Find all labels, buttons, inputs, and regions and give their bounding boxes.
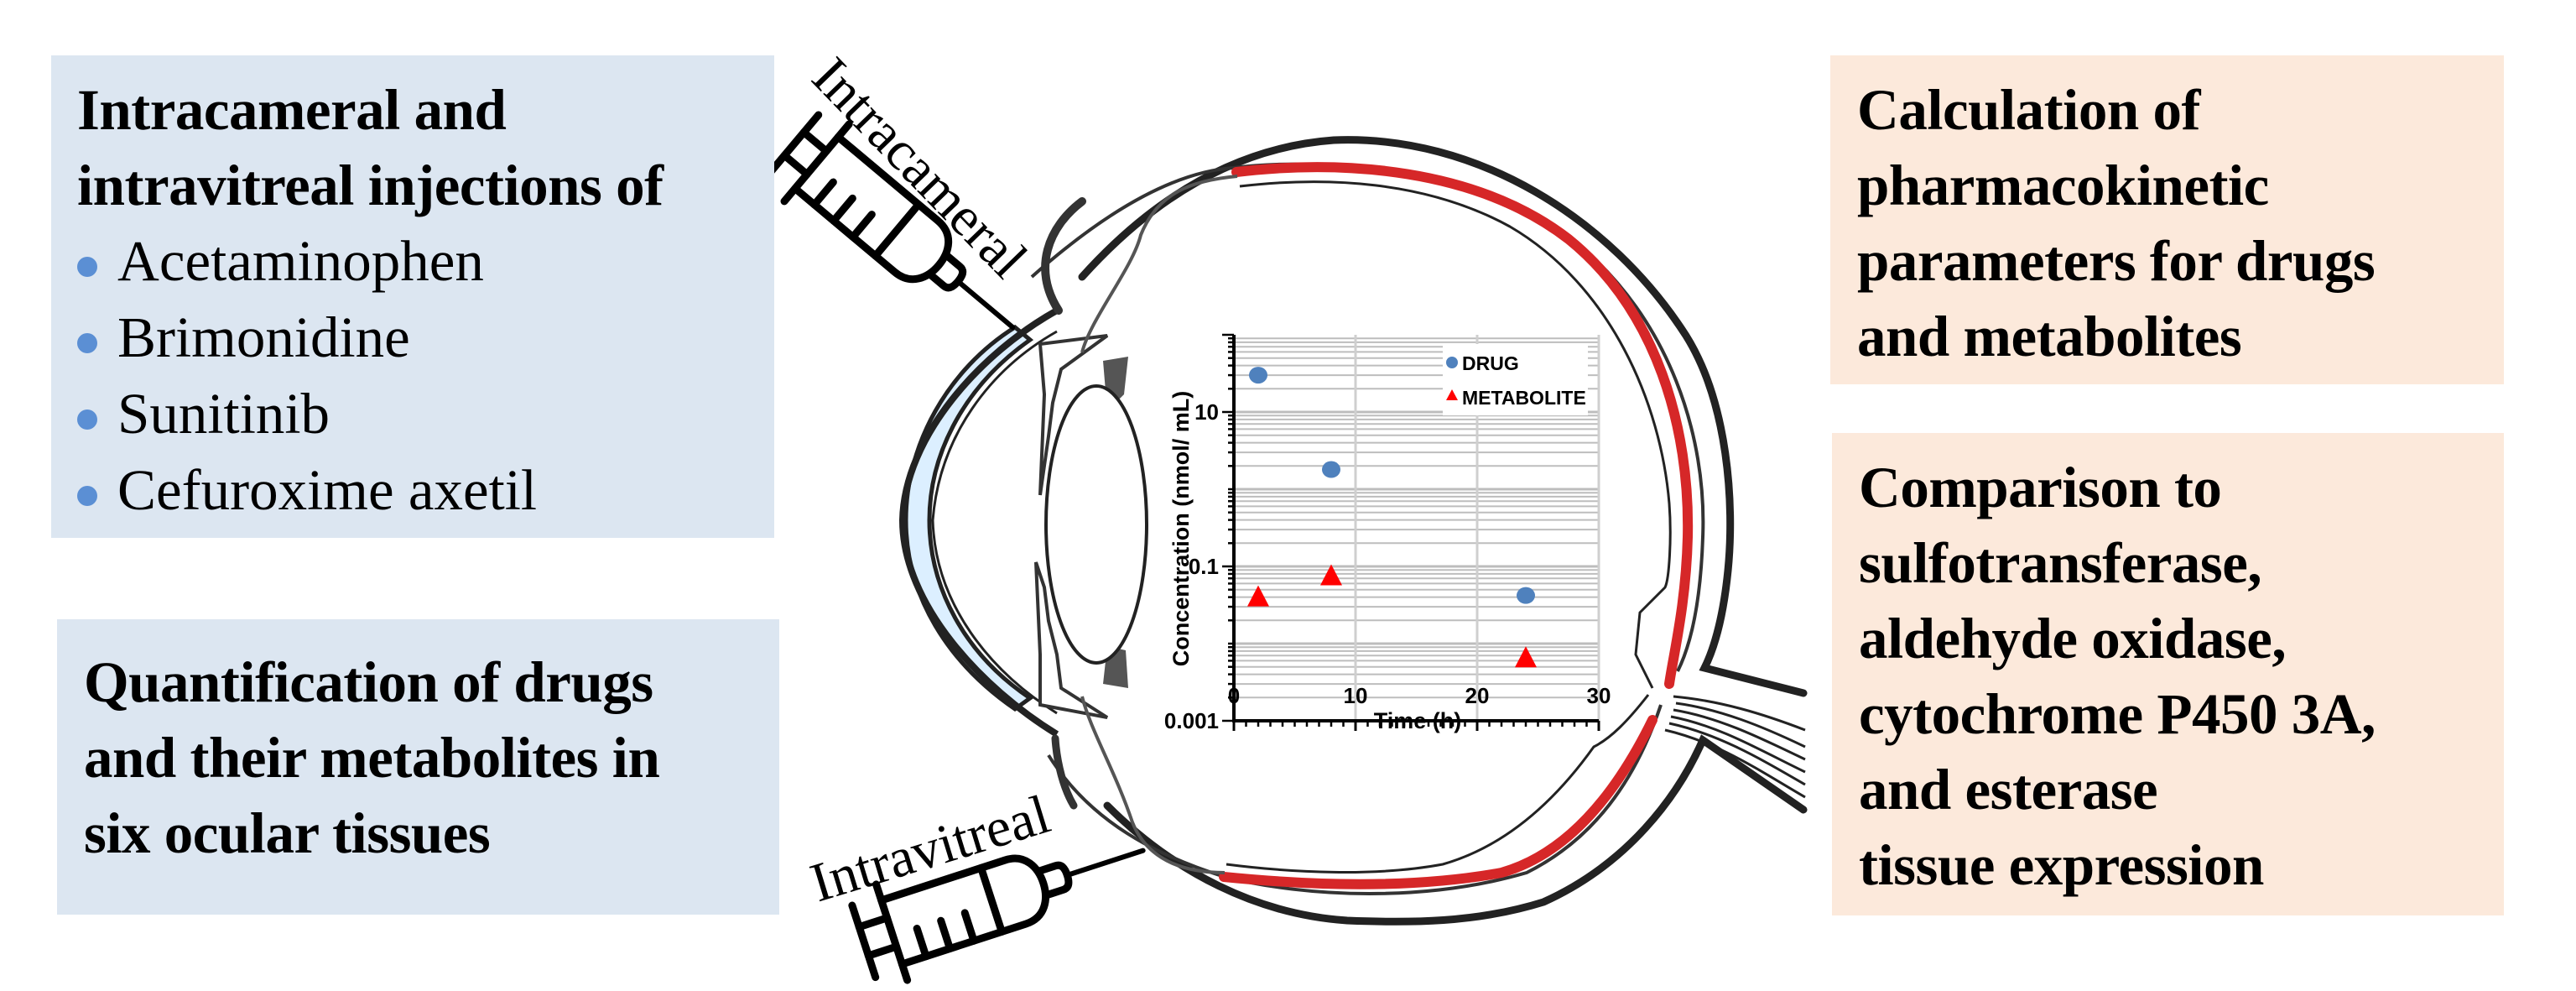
eye-ciliary-upper: [1080, 175, 1238, 353]
x-tick-label: 30: [1587, 683, 1611, 708]
y-tick-label: 0.001: [1164, 708, 1219, 733]
comparison-line-1: Comparison to: [1859, 456, 2222, 519]
comparison-line-6: tissue expression: [1859, 833, 2264, 897]
metabolite-data-point: [1515, 646, 1537, 668]
injections-box: Intracameral and intravitreal injections…: [51, 55, 774, 538]
legend-box: [1443, 344, 1588, 415]
drug-name: Acetaminophen: [117, 229, 484, 293]
legend-metabolite-label: METABOLITE: [1462, 387, 1586, 409]
drug-list-item: Brimonidine: [77, 300, 774, 376]
injections-heading-line-1: Intracameral and: [77, 78, 507, 142]
comparison-line-3: aldehyde oxidase,: [1859, 607, 2287, 670]
comparison-line-5: and esterase: [1859, 758, 2158, 821]
chart-tick-labels: 0 10 20 30 0.001 0.1 10: [1164, 399, 1611, 733]
eye-cornea-outer: [898, 307, 1059, 738]
comparison-box: Comparison to sulfotransferase, aldehyde…: [1832, 433, 2504, 915]
chart-y-axis-label: Concentration (nmol/ mL): [1168, 391, 1194, 666]
chart-x-axis-label: Time (h): [1374, 708, 1462, 733]
eye-sclera-outline: [1078, 136, 1808, 926]
x-tick-label: 20: [1465, 683, 1490, 708]
intracameral-label: Intracameral: [800, 46, 1038, 290]
pk-chart: DRUG METABOLITE 0 10 20 30 0.001 0.1 10 Time (…: [1164, 333, 1611, 733]
quantification-line-3: six ocular tissues: [84, 801, 491, 865]
drug-name: Sunitinib: [117, 382, 330, 446]
eye-ciliary-lower: [1080, 696, 1226, 874]
comparison-line-4: cytochrome P450 3A,: [1859, 682, 2376, 746]
eye-lens: [1044, 384, 1148, 665]
eye-retina-top: [1231, 162, 1694, 689]
eye-iris-upper: [1038, 334, 1109, 496]
y-tick-label: 0.1: [1189, 554, 1219, 579]
drug-data-point: [1249, 367, 1267, 384]
syringe-icon: [848, 848, 1146, 984]
drug-list-item: Cefuroxime axetil: [77, 452, 774, 529]
calculation-line-4: and metabolites: [1857, 305, 2242, 368]
quantification-line-1: Quantification of drugs: [84, 650, 653, 714]
eye-cross-section-icon: [898, 136, 1808, 926]
drug-name: Brimonidine: [117, 305, 410, 369]
eye-lower-lid: [1051, 734, 1078, 810]
bullet-icon: [77, 332, 97, 353]
bullet-icon: [77, 485, 97, 506]
eye-inner-retina: [1226, 180, 1672, 874]
x-tick-label: 0: [1228, 683, 1240, 708]
optic-nerve: [1664, 695, 1806, 799]
legend-drug-marker: [1446, 357, 1458, 368]
drug-list-item: Acetaminophen: [77, 223, 774, 300]
drug-data-point: [1322, 461, 1340, 478]
calculation-box: Calculation of pharmacokinetic parameter…: [1830, 55, 2504, 384]
metabolite-data-point: [1247, 585, 1269, 607]
quantification-box: Quantification of drugs and their metabo…: [57, 619, 779, 915]
legend-drug-label: DRUG: [1462, 352, 1519, 374]
x-tick-label: 10: [1344, 683, 1368, 708]
y-tick-label: 10: [1194, 399, 1219, 425]
bullet-icon: [77, 409, 97, 430]
drug-data-point: [1517, 587, 1535, 604]
comparison-line-2: sulfotransferase,: [1859, 531, 2262, 595]
legend-metabolite-marker: [1446, 389, 1458, 400]
calculation-line-1: Calculation of: [1857, 78, 2200, 142]
chart-points: [1247, 367, 1537, 668]
eye-cornea-inner: [931, 330, 1058, 715]
eye-retina-bottom: [1219, 715, 1657, 889]
bullet-icon: [77, 256, 97, 277]
drug-list-item: Sunitinib: [77, 376, 774, 452]
intracameral-syringe: [766, 111, 1016, 330]
eye-iris-lower: [1034, 561, 1109, 719]
calculation-line-3: parameters for drugs: [1857, 229, 2376, 293]
eye-upper-lid: [1041, 197, 1086, 315]
chart-legend: DRUG METABOLITE: [1443, 344, 1588, 415]
chart-axes: [1222, 333, 1600, 731]
intravitreal-label: Intravitreal: [804, 784, 1057, 915]
calculation-line-2: pharmacokinetic: [1857, 154, 2269, 217]
intravitreal-syringe: [848, 848, 1146, 984]
injections-heading-line-2: intravitreal injections of: [77, 154, 664, 217]
drug-name: Cefuroxime axetil: [117, 458, 538, 522]
quantification-line-2: and their metabolites in: [84, 726, 660, 790]
metabolite-data-point: [1320, 564, 1342, 586]
drug-list: Acetaminophen Brimonidine Sunitinib Cefu…: [77, 223, 774, 529]
syringe-icon: [766, 111, 1016, 330]
